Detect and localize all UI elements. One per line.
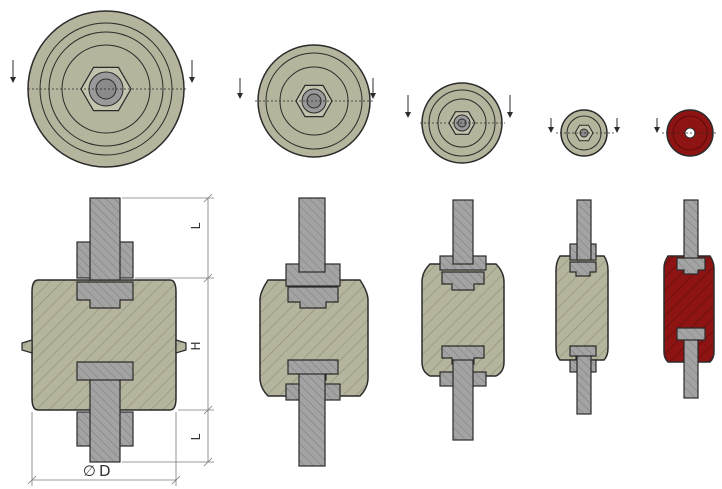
top-view-mount-1 (27, 10, 186, 168)
section-view-mount-5 (663, 199, 715, 399)
dimension-lines (27, 193, 214, 486)
dimension-label-diameter: D (99, 462, 111, 480)
section-arrow-icon (548, 118, 620, 133)
top-view-mount-5 (662, 109, 718, 157)
top-view-mount-4 (556, 109, 614, 157)
section-arrow-icon (405, 95, 513, 118)
section-view-mount-2 (259, 197, 369, 467)
section-view-mount-3 (421, 199, 505, 441)
section-view-mount-1 (21, 197, 187, 463)
dimension-label-length-bottom: L (189, 433, 203, 440)
top-view-mount-2 (255, 44, 373, 158)
diameter-symbol-icon: ∅ (83, 462, 96, 480)
section-arrow-icon (237, 78, 376, 99)
section-view-mount-4 (555, 199, 609, 415)
dimension-label-height: H (189, 341, 203, 350)
dimension-label-length-top: L (189, 222, 203, 229)
section-arrow-icon (10, 60, 195, 83)
top-view-mount-3 (420, 82, 505, 164)
